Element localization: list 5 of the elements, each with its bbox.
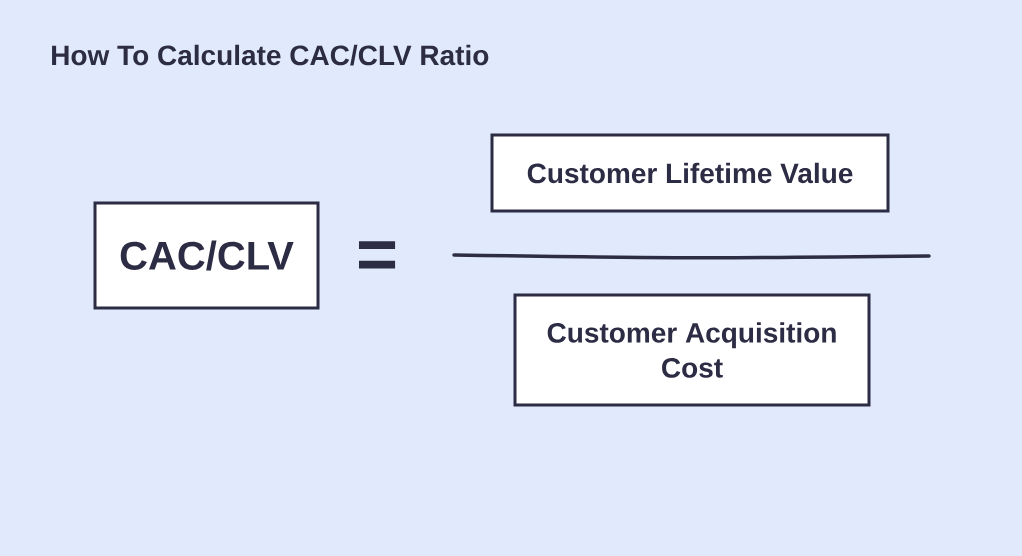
text-box: Customer Acquisition Cost	[513, 293, 871, 407]
equals-sign: =	[359, 241, 396, 269]
text-box: CAC/CLV	[93, 201, 320, 310]
text-box: Customer Lifetime Value	[490, 133, 890, 213]
title: How To Calculate CAC/CLV Ratio	[52, 44, 489, 66]
